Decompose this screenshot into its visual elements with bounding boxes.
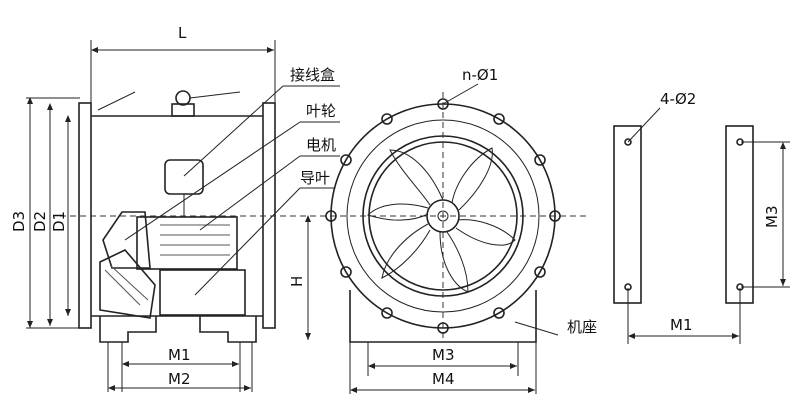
- front-view: n-Ø1 机座 M3 M4: [325, 66, 597, 394]
- guide-vane-shape: [159, 269, 246, 316]
- foot-plan-view: 4-Ø2 M3 M1: [613, 90, 790, 344]
- callout-junction-box: 接线盒: [290, 66, 335, 84]
- foot-left: [613, 125, 642, 304]
- dim-M1-label: M1: [168, 346, 191, 364]
- foot-hole-label: 4-Ø2: [660, 90, 696, 108]
- motor-shape: [136, 159, 238, 270]
- front-dim-M4-label: M4: [432, 370, 455, 388]
- callout-impeller: 叶轮: [306, 102, 336, 120]
- callout-base: 机座: [567, 318, 597, 336]
- base-shape: [349, 290, 537, 343]
- impeller-blades: [367, 147, 516, 293]
- dim-M2-label: M2: [168, 370, 191, 388]
- dim-D1-label: D1: [50, 211, 68, 232]
- front-hole-label: n-Ø1: [462, 66, 498, 84]
- callout-guide-vane: 导叶: [300, 169, 330, 187]
- dim-D2-label: D2: [31, 211, 49, 232]
- foot-dim-M1-label: M1: [670, 316, 693, 334]
- dim-D3-label: D3: [10, 211, 28, 232]
- front-dim-M3-label: M3: [432, 346, 455, 364]
- dim-H-label: H: [288, 276, 306, 287]
- foot-right: [725, 125, 754, 304]
- foot-dim-M3-label: M3: [763, 206, 781, 229]
- junction-box-shape: [171, 90, 241, 117]
- impeller-shape: [99, 211, 156, 319]
- side-view: L: [10, 24, 590, 392]
- callout-motor: 电机: [306, 136, 336, 154]
- dim-L-label: L: [178, 24, 187, 42]
- bolt-holes: [325, 98, 561, 334]
